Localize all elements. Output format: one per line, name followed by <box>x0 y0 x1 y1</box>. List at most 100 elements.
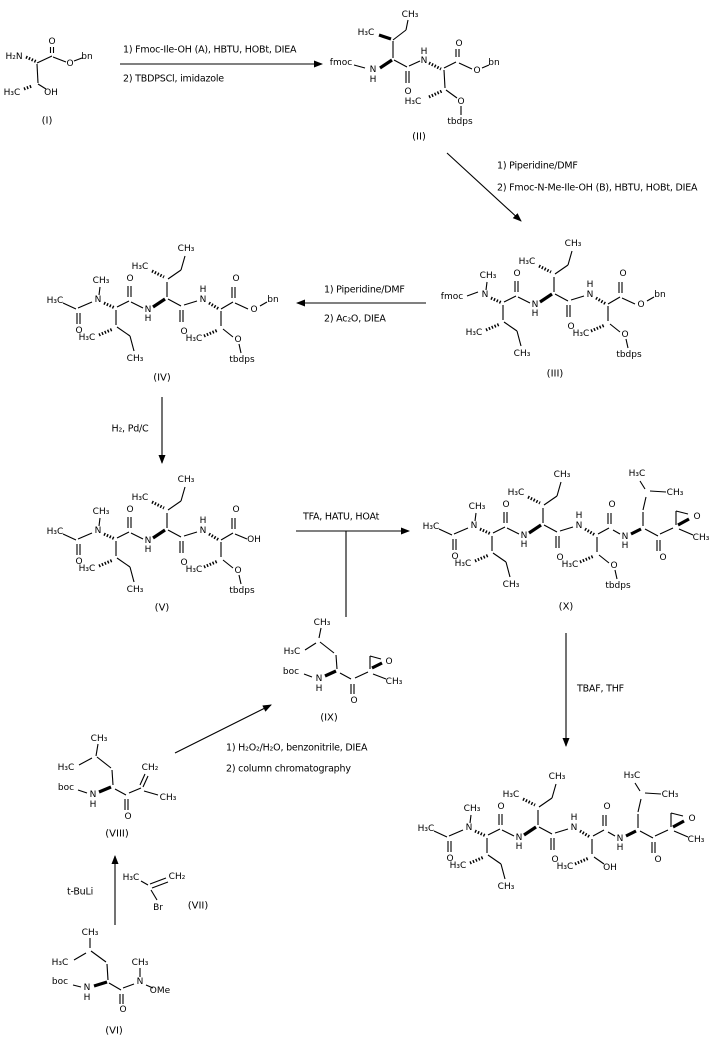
bond <box>220 532 234 541</box>
atom-label: N <box>316 674 323 684</box>
atom-label: H <box>200 516 207 526</box>
bond <box>222 328 234 338</box>
reagent-text: t-BuLi <box>67 887 93 898</box>
atom-label: H₃C <box>450 861 467 871</box>
atom-label: H₃C <box>186 334 203 344</box>
bond <box>140 880 149 886</box>
atom-label: H <box>145 545 152 555</box>
bond <box>670 812 684 817</box>
atom-label: CH₃ <box>667 488 684 498</box>
atom-label: N <box>532 300 539 310</box>
wedge-bond <box>625 829 637 838</box>
wedge-bond <box>677 517 690 527</box>
reagent-text: TBAF, THF <box>576 684 624 695</box>
bond <box>116 531 130 539</box>
hash-bond <box>474 829 487 838</box>
bond <box>551 783 557 799</box>
bond <box>609 323 621 333</box>
bond <box>129 335 135 352</box>
atom-label: O <box>551 855 558 865</box>
bond <box>106 963 109 981</box>
bond <box>108 982 122 991</box>
bond <box>72 984 82 988</box>
atom-label: H₃C <box>455 559 472 569</box>
compound-label-IV: (IV) <box>153 373 171 384</box>
bond <box>556 481 562 497</box>
hash-bond <box>490 296 503 305</box>
reagent-text: 1) Piperidine/DMF <box>497 161 578 172</box>
atom-label: O <box>457 97 464 107</box>
atom-label: CH₃ <box>688 835 705 845</box>
atom-label: H₂N <box>5 52 22 62</box>
bond <box>506 527 520 535</box>
atom-label: O <box>659 553 666 563</box>
atom-label: bn <box>654 290 665 300</box>
bond <box>481 64 490 69</box>
bond <box>503 295 517 303</box>
atom-label: N <box>471 521 478 531</box>
atom-label: H₃C <box>519 257 536 267</box>
bond <box>62 533 77 541</box>
reagent-text: TFA, HATU, HOAt <box>302 512 380 523</box>
bond <box>145 984 154 989</box>
bond <box>517 296 531 304</box>
bond <box>458 62 473 70</box>
atom-label: O <box>473 66 480 76</box>
atom-label: O <box>603 802 610 812</box>
atom-label: N <box>95 526 102 536</box>
atom-label: H <box>571 813 578 823</box>
hash-bond <box>485 322 501 332</box>
compound-label-VI: (VI) <box>105 1026 123 1037</box>
bond <box>646 296 655 302</box>
atom-label: H <box>90 800 97 810</box>
atom-label: H₃C <box>123 873 140 883</box>
wedge-bond <box>672 819 685 829</box>
atom-label: OMe <box>150 986 171 996</box>
atom-label: tbdps <box>229 586 255 596</box>
atom-label: N <box>370 65 377 75</box>
bond <box>114 788 127 796</box>
bond <box>678 528 694 536</box>
reagent-text: H₂, Pd/C <box>112 424 150 435</box>
atom-label: H₃C <box>508 488 525 498</box>
bond <box>234 302 249 310</box>
hash-bond <box>479 527 492 536</box>
atom-label: H₃C <box>47 527 64 537</box>
wedge-bond <box>630 527 642 536</box>
hash-bond <box>579 829 591 839</box>
hash-bond <box>151 500 165 510</box>
atom-label: O <box>180 558 187 568</box>
hash-bond <box>203 328 219 338</box>
bond <box>369 655 382 660</box>
wedge-bond <box>539 292 553 304</box>
bond <box>130 301 144 309</box>
arrow-line <box>446 152 522 222</box>
atom-label: N <box>90 790 97 800</box>
bond <box>538 797 553 808</box>
bond <box>183 300 198 306</box>
bond <box>607 831 616 837</box>
atom-label: tbdps <box>447 117 473 127</box>
bond <box>673 830 689 838</box>
atom-label: N <box>95 295 102 305</box>
bond <box>644 528 659 537</box>
atom-label: H₃C <box>79 333 96 343</box>
bond <box>474 512 477 522</box>
atom-label: O <box>75 557 82 567</box>
bond <box>570 295 585 301</box>
atom-label: tbdps <box>616 350 642 360</box>
atom-label: bn <box>488 58 499 68</box>
bond <box>538 826 553 835</box>
bond <box>167 269 182 280</box>
atom-label: O <box>451 552 458 562</box>
wedge-bond <box>98 785 112 794</box>
structure-III: fmocCH₃NH₃CCH₃ONHH₃CCH₃OHNH₃COObnOtbdps(… <box>441 239 666 380</box>
arrow-step4: H₂, Pd/C <box>112 397 166 464</box>
hash-bond <box>522 797 536 807</box>
atom-label: N <box>145 536 152 546</box>
atom-label: CH₃ <box>464 804 481 814</box>
atom-label: H <box>84 993 91 1003</box>
